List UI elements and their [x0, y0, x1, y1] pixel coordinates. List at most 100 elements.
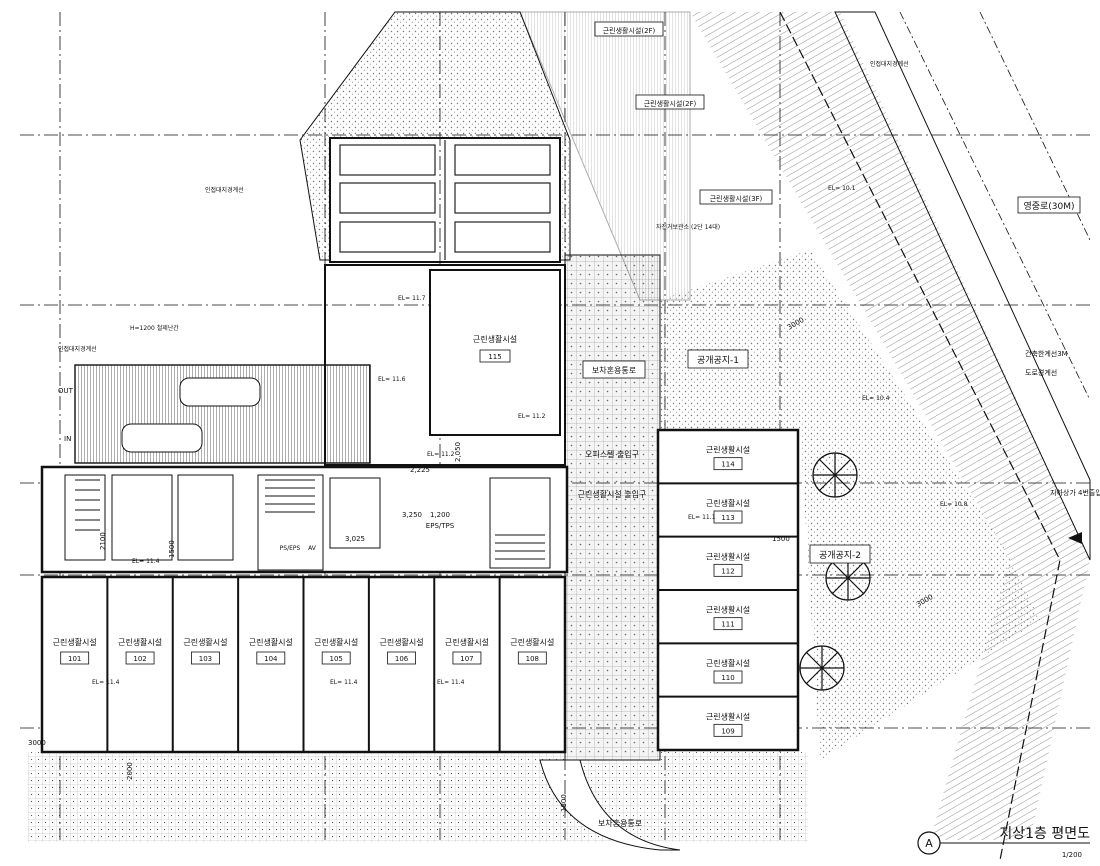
unit-number: 108: [526, 655, 539, 663]
ped-road-box: [582, 360, 646, 379]
dim-3250: 3,250: [402, 511, 422, 519]
av-label: AV: [308, 545, 317, 552]
elevation-5: EL= 11.2: [427, 451, 455, 458]
drawing-scale: 1/200: [1062, 851, 1082, 859]
label-box-2f-b: [635, 94, 705, 110]
eps-label: EPS/TPS: [426, 522, 455, 530]
parking-bays: [339, 140, 551, 260]
unit-number: 104: [264, 655, 278, 663]
dim-1200: 1,200: [430, 511, 450, 519]
public-space-1: 공개공지-1: [697, 355, 739, 366]
unit-number-box: [387, 651, 416, 665]
ped-vehicle-road-bottom: 보차혼용통로: [598, 818, 642, 828]
unit-name: 근린생활시설: [314, 637, 358, 647]
unit-dividers: [106, 577, 501, 752]
center-block: [324, 264, 566, 466]
unit-number: 112: [721, 567, 734, 575]
neighbor-boundary-left: 인접대지경계선: [58, 345, 97, 353]
unit-number: 105: [330, 655, 343, 663]
unit-number-box: [713, 617, 743, 631]
core-block: [40, 465, 569, 574]
neighbor-boundary-top: 인접대지경계선: [205, 186, 244, 194]
sidewalk-paving: [28, 752, 808, 842]
unit-number-box: [452, 651, 482, 665]
elevation-10: EL= 10.1: [828, 185, 856, 192]
elevation-marks: EL= 11.4 EL= 11.4 EL= 11.4 EL= 11.4 EL= …: [92, 185, 968, 686]
unit-115-number-box: [479, 349, 511, 363]
unit-number: 107: [460, 655, 473, 663]
label-box-3f: [699, 189, 773, 205]
pedestrian-path-paving: [564, 254, 661, 761]
unit-number-box: [713, 510, 743, 524]
road-edge-line: [834, 11, 1091, 561]
unit-name: 근린생활시설: [706, 498, 750, 508]
elevation-12: EL= 11.1: [688, 514, 716, 521]
ramp-out-label: OUT: [58, 387, 74, 395]
elevation-8: EL= 11.7: [398, 295, 426, 302]
unit-number-box: [191, 651, 220, 665]
dim-2000: 2000: [126, 762, 134, 780]
section-marker: A: [925, 837, 933, 850]
road-boundary-label: 도로경계선: [1025, 368, 1057, 377]
east-unit-labels: 근린생활시설114근린생활시설113근린생활시설112근린생활시설111근린생활…: [706, 445, 750, 737]
unit-number-box: [517, 651, 547, 665]
unit-number: 110: [721, 674, 734, 682]
unit-number-box: [60, 651, 90, 665]
unit-number-box: [321, 651, 351, 665]
railing-label: H=1200 철제난간: [130, 324, 179, 332]
road-center-line: [779, 11, 1061, 861]
ps-label: PS/EPS: [280, 545, 301, 552]
label-neighbor-3f: 근린생활시설(3F): [710, 194, 763, 203]
unit-number: 102: [133, 655, 146, 663]
unit-name: 근린생활시설: [118, 637, 162, 647]
bike-storage-label: 자전거보관소 (2단 14대): [656, 223, 720, 231]
dim-3025: 3,025: [345, 535, 365, 543]
elevation-2: EL= 11.4: [330, 679, 358, 686]
unit-name: 근린생활시설: [249, 637, 293, 647]
label-box-2f-a: [594, 21, 664, 37]
unit-number-box: [125, 651, 155, 665]
unit-name: 근린생활시설: [379, 637, 423, 647]
unit-number: 111: [721, 621, 734, 629]
unit-dividers-east: [658, 482, 798, 698]
unit-number-box: [256, 651, 286, 665]
unit-name: 근린생활시설: [706, 658, 750, 668]
dim-3000c: 3000: [28, 739, 46, 747]
dim-2100: 2100: [99, 532, 107, 550]
entrance-subway: 지하상가 4번출입구: [1050, 488, 1100, 497]
unit-name: 근린생활시설: [510, 637, 554, 647]
elevation-9: EL= 10.4: [862, 395, 890, 402]
unit-name: 근린생활시설: [706, 551, 750, 561]
public-space-2: 공개공지-2: [819, 550, 861, 561]
unit-name: 근린생활시설: [53, 637, 97, 647]
entrance-retail: 근린생활시설 출입구: [578, 489, 647, 499]
unit-number: 101: [68, 655, 81, 663]
road-label-box: [1017, 196, 1081, 214]
unit-number-box: [713, 457, 743, 471]
public-space-2-box: [809, 544, 871, 564]
car-outline-2: [121, 423, 203, 453]
unit-number: 109: [721, 727, 734, 735]
entrance-arrow-icon: [1068, 532, 1082, 544]
unit-name: 근린생활시설: [183, 637, 227, 647]
unit-name: 근린생활시설: [445, 637, 489, 647]
car-outline-1: [179, 377, 261, 407]
label-neighbor-2f-b: 근린생활시설(2F): [644, 99, 697, 108]
drawing-title: 지상1층 평면도: [999, 826, 1090, 842]
unit-name: 근린생활시설: [706, 445, 750, 455]
building-line-label: 건축한계선3M: [1025, 349, 1068, 358]
public-space-1-box: [687, 349, 749, 369]
core-rooms: [64, 474, 551, 571]
entrance-officetel: 오피스텔 출입구: [585, 449, 639, 459]
elevation-7: EL= 11.6: [378, 376, 406, 383]
elevation-1: EL= 11.4: [92, 679, 120, 686]
unit-115-name: 근린생활시설: [473, 334, 517, 344]
unit-number-box: [713, 563, 743, 577]
ramp-in-label: IN: [64, 435, 71, 443]
dim-1500b: 1500: [772, 535, 790, 543]
elevation-3: EL= 11.4: [437, 679, 465, 686]
road-label: 영중로(30M): [1023, 201, 1074, 212]
dim-1800: 1800: [560, 794, 568, 812]
dim-2225: 2,225: [410, 466, 430, 474]
